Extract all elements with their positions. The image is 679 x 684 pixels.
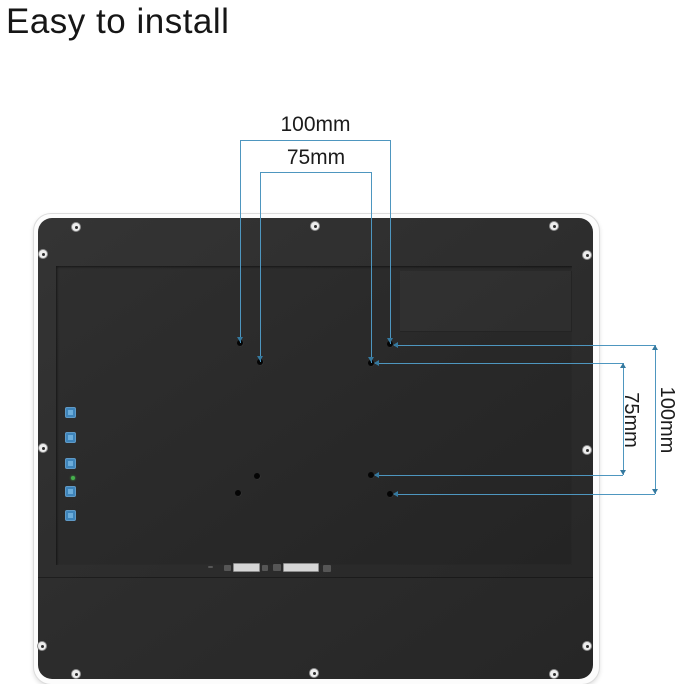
dimension-line-75-top bbox=[260, 172, 372, 173]
io-port bbox=[323, 565, 331, 572]
screw-hole bbox=[583, 642, 591, 650]
vesa-hole-100 bbox=[235, 490, 241, 496]
dimension-line-75-right bbox=[375, 363, 623, 364]
vesa-hole-100 bbox=[387, 341, 393, 347]
arrowhead bbox=[393, 342, 398, 348]
vesa-hole-75 bbox=[368, 472, 374, 478]
io-port bbox=[262, 565, 268, 571]
arrowhead bbox=[652, 345, 658, 350]
arrowhead bbox=[620, 470, 626, 475]
dimension-line-75-right bbox=[375, 475, 623, 476]
panel-seam bbox=[38, 577, 593, 578]
screw-hole bbox=[39, 250, 47, 258]
arrowhead bbox=[393, 491, 398, 497]
dimension-line-75-top bbox=[371, 172, 372, 363]
dimension-label-100-right: 100mm bbox=[656, 386, 678, 454]
osd-button bbox=[65, 458, 76, 469]
screw-hole bbox=[550, 222, 558, 230]
io-port bbox=[283, 563, 319, 572]
osd-button bbox=[65, 510, 76, 521]
raised-subpanel bbox=[400, 271, 572, 332]
screw-hole bbox=[72, 670, 80, 678]
dimension-line-100-top bbox=[240, 140, 241, 343]
screw-hole bbox=[72, 223, 80, 231]
dimension-line-100-top bbox=[240, 140, 391, 141]
screw-hole bbox=[550, 670, 558, 678]
arrowhead bbox=[387, 338, 393, 343]
io-port bbox=[224, 565, 231, 571]
arrowhead bbox=[620, 363, 626, 368]
vesa-hole-100 bbox=[387, 491, 393, 497]
osd-button bbox=[65, 407, 76, 418]
dimension-line-100-right bbox=[394, 345, 655, 346]
screw-hole bbox=[310, 669, 318, 677]
screw-hole bbox=[583, 446, 591, 454]
page-title: Easy to install bbox=[6, 2, 230, 41]
arrowhead bbox=[374, 360, 379, 366]
power-led bbox=[71, 476, 75, 480]
io-port bbox=[208, 566, 213, 568]
dimension-label-75-top: 75mm bbox=[286, 146, 346, 169]
dimension-label-100-top: 100mm bbox=[280, 113, 351, 136]
io-port bbox=[233, 563, 260, 572]
arrowhead bbox=[257, 356, 263, 361]
arrowhead bbox=[237, 337, 243, 342]
screw-hole bbox=[311, 222, 319, 230]
screw-hole bbox=[583, 251, 591, 259]
recessed-panel bbox=[56, 266, 572, 565]
dimension-line-100-right bbox=[394, 494, 655, 495]
dimension-line-100-top bbox=[390, 140, 391, 344]
dimension-line-75-top bbox=[260, 172, 261, 362]
vesa-hole-75 bbox=[368, 360, 374, 366]
screw-hole bbox=[39, 444, 47, 452]
dimension-line-75-right bbox=[623, 363, 624, 475]
screw-hole bbox=[38, 642, 46, 650]
dimension-label-75-right: 75mm bbox=[620, 392, 642, 448]
osd-button bbox=[65, 432, 76, 443]
arrowhead bbox=[652, 489, 658, 494]
io-port bbox=[273, 564, 281, 571]
arrowhead bbox=[374, 472, 379, 478]
arrowhead bbox=[368, 357, 374, 362]
monitor-back-panel bbox=[38, 218, 593, 679]
dimension-line-100-right bbox=[655, 345, 656, 494]
vesa-hole-75 bbox=[254, 473, 260, 479]
vesa-hole-100 bbox=[237, 340, 243, 346]
osd-button bbox=[65, 486, 76, 497]
vesa-hole-75 bbox=[257, 359, 263, 365]
